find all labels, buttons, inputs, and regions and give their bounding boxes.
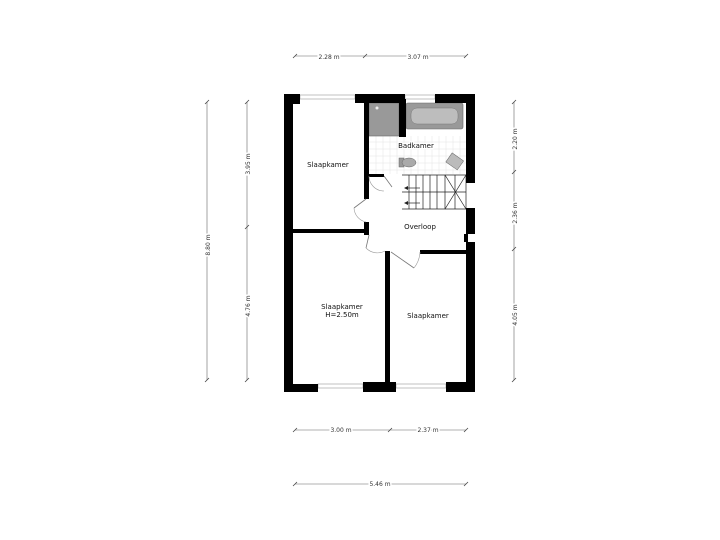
dimension-lines — [204, 53, 517, 487]
dim-bottom-right: 2.37 m — [417, 427, 438, 434]
toilet — [398, 157, 417, 168]
walls — [284, 94, 475, 392]
stair-arrow-icon — [404, 186, 408, 190]
room-label-bathroom: Badkamer — [398, 142, 434, 150]
dim-top-right: 3.07 m — [407, 54, 428, 61]
room-label-bedroom-bottom-left: Slaapkamer — [321, 303, 363, 311]
dim-left-lower: 4.76 m — [245, 295, 252, 316]
room-label-bedroom-top-left: Slaapkamer — [307, 161, 349, 169]
dim-right-upper: 2.20 m — [512, 128, 519, 149]
room-label-landing: Overloop — [404, 223, 436, 231]
washbasin — [445, 152, 464, 171]
stair-arrow-icon — [404, 201, 408, 205]
window — [317, 383, 364, 389]
dim-right-middle: 2.36 m — [512, 202, 519, 223]
shower-tray — [368, 102, 400, 137]
room-label-bedroom-bottom-right: Slaapkamer — [407, 312, 449, 320]
shower-drain-icon — [375, 106, 379, 110]
window — [404, 94, 436, 100]
dim-top-left: 2.28 m — [318, 54, 339, 61]
dim-bottom-total: 5.46 m — [369, 481, 390, 488]
window — [299, 94, 356, 100]
dim-left-total: 8.80 m — [205, 234, 212, 255]
doors — [353, 175, 421, 269]
staircase — [402, 174, 467, 210]
dim-right-lower: 4.05 m — [512, 304, 519, 325]
bathtub — [405, 102, 464, 130]
window — [395, 383, 447, 389]
bathroom-tiles — [369, 136, 466, 174]
room-height-label: H=2.50m — [325, 311, 359, 319]
dim-left-upper: 3.95 m — [245, 153, 252, 174]
dim-bottom-left: 3.00 m — [330, 427, 351, 434]
